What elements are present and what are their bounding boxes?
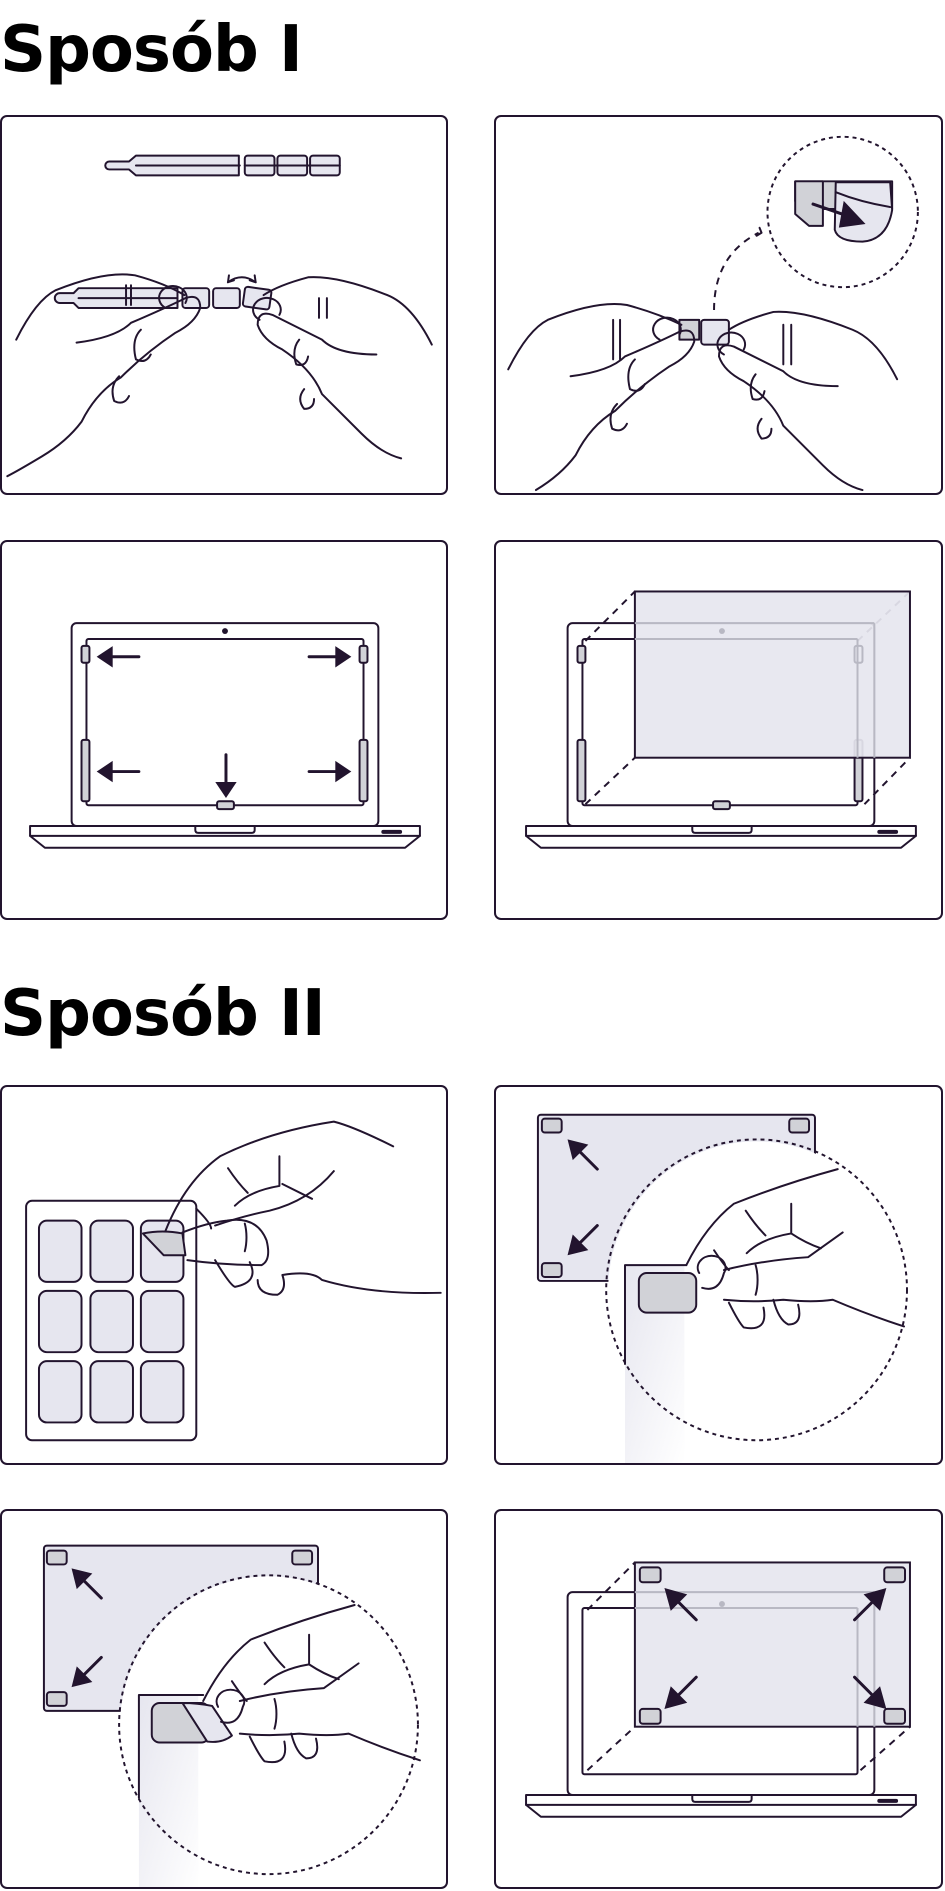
privacy-filter	[633, 590, 911, 759]
laptop-tabs-illustration	[29, 622, 421, 849]
adhesive-pad-grid	[37, 1219, 185, 1424]
peel-tab-illustration	[507, 135, 919, 492]
method-2-step-3-panel	[0, 1509, 448, 1889]
peel-liner-illustration	[42, 1544, 421, 1887]
method-1-step-1-panel	[0, 115, 448, 495]
corner-arrows-icon	[71, 1568, 103, 1688]
break-strip-illustration	[6, 154, 433, 478]
zoom-inset-circle	[766, 135, 919, 289]
outward-arrows-icon	[96, 646, 352, 798]
webcam-dot	[222, 628, 228, 635]
section-title-method-2: Sposób II	[0, 977, 326, 1051]
zoom-inset-circle	[118, 1574, 419, 1876]
method-2-step-1-panel	[0, 1085, 448, 1465]
method-2-step-4-panel	[494, 1509, 943, 1889]
section-title-method-1: Sposób I	[0, 13, 303, 87]
method-1-step-4-panel	[494, 540, 943, 920]
diagonal-arrows-icon	[664, 1588, 887, 1710]
corner-arrows-icon	[567, 1139, 599, 1256]
filter-slide-in-illustration	[525, 590, 917, 849]
method-2-step-2-panel	[494, 1085, 943, 1465]
zoom-inset-circle	[605, 1138, 908, 1442]
method-1-step-3-panel	[0, 540, 448, 920]
place-pad-on-filter-illustration	[536, 1113, 908, 1463]
peel-pad-from-sheet-illustration	[25, 1120, 442, 1442]
filter-applied-illustration	[525, 1561, 917, 1818]
method-1-step-2-panel	[494, 115, 943, 495]
